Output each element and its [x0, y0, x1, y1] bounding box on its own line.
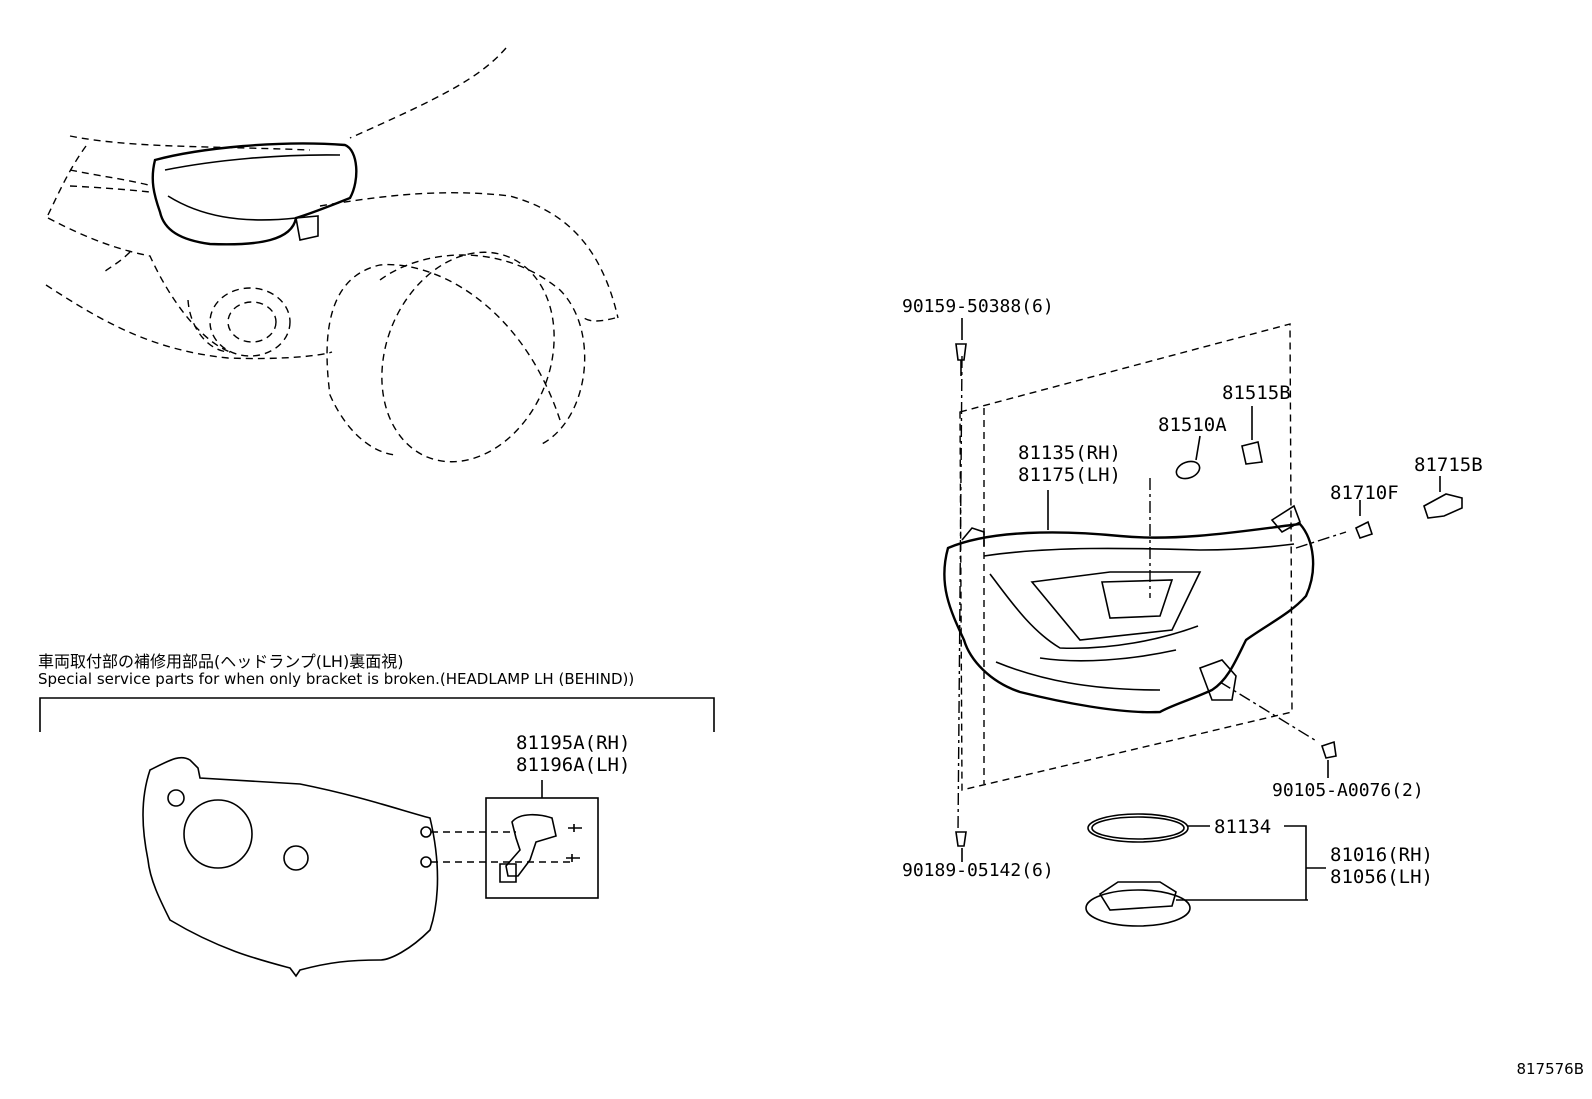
part-label-81195a[interactable]: 81195A(RH)	[516, 732, 631, 754]
part-label-81510a[interactable]: 81510A	[1158, 414, 1227, 436]
part-label-90105[interactable]: 90105-A0076(2)	[1272, 780, 1424, 801]
headlamp-assembly	[943, 318, 1463, 927]
part-label-81515b[interactable]: 81515B	[1222, 382, 1291, 404]
bracket-kit-box	[485, 780, 599, 899]
part-label-81196a[interactable]: 81196A(LH)	[516, 754, 631, 776]
car-front-illustration	[45, 47, 619, 463]
service-note-bracket	[39, 697, 715, 732]
part-label-81134[interactable]: 81134	[1214, 816, 1272, 838]
part-label-81175[interactable]: 81175(LH)	[1018, 464, 1121, 486]
part-label-81135[interactable]: 81135(RH)	[1018, 442, 1121, 464]
part-label-90159[interactable]: 90159-50388(6)	[902, 296, 1054, 317]
part-label-81715b[interactable]: 81715B	[1414, 454, 1483, 476]
part-label-81056[interactable]: 81056(LH)	[1330, 866, 1433, 888]
part-label-90189[interactable]: 90189-05142(6)	[902, 860, 1054, 881]
service-note-english: Special service parts for when only brac…	[38, 670, 635, 688]
part-label-81016[interactable]: 81016(RH)	[1330, 844, 1433, 866]
headlamp-rear-view	[142, 756, 574, 978]
service-note-japanese: 車両取付部の補修用部品(ヘッドランプ(LH)裏面視)	[38, 652, 404, 671]
diagram-code: 817576B	[1516, 1060, 1584, 1078]
part-label-81710f[interactable]: 81710F	[1330, 482, 1399, 504]
